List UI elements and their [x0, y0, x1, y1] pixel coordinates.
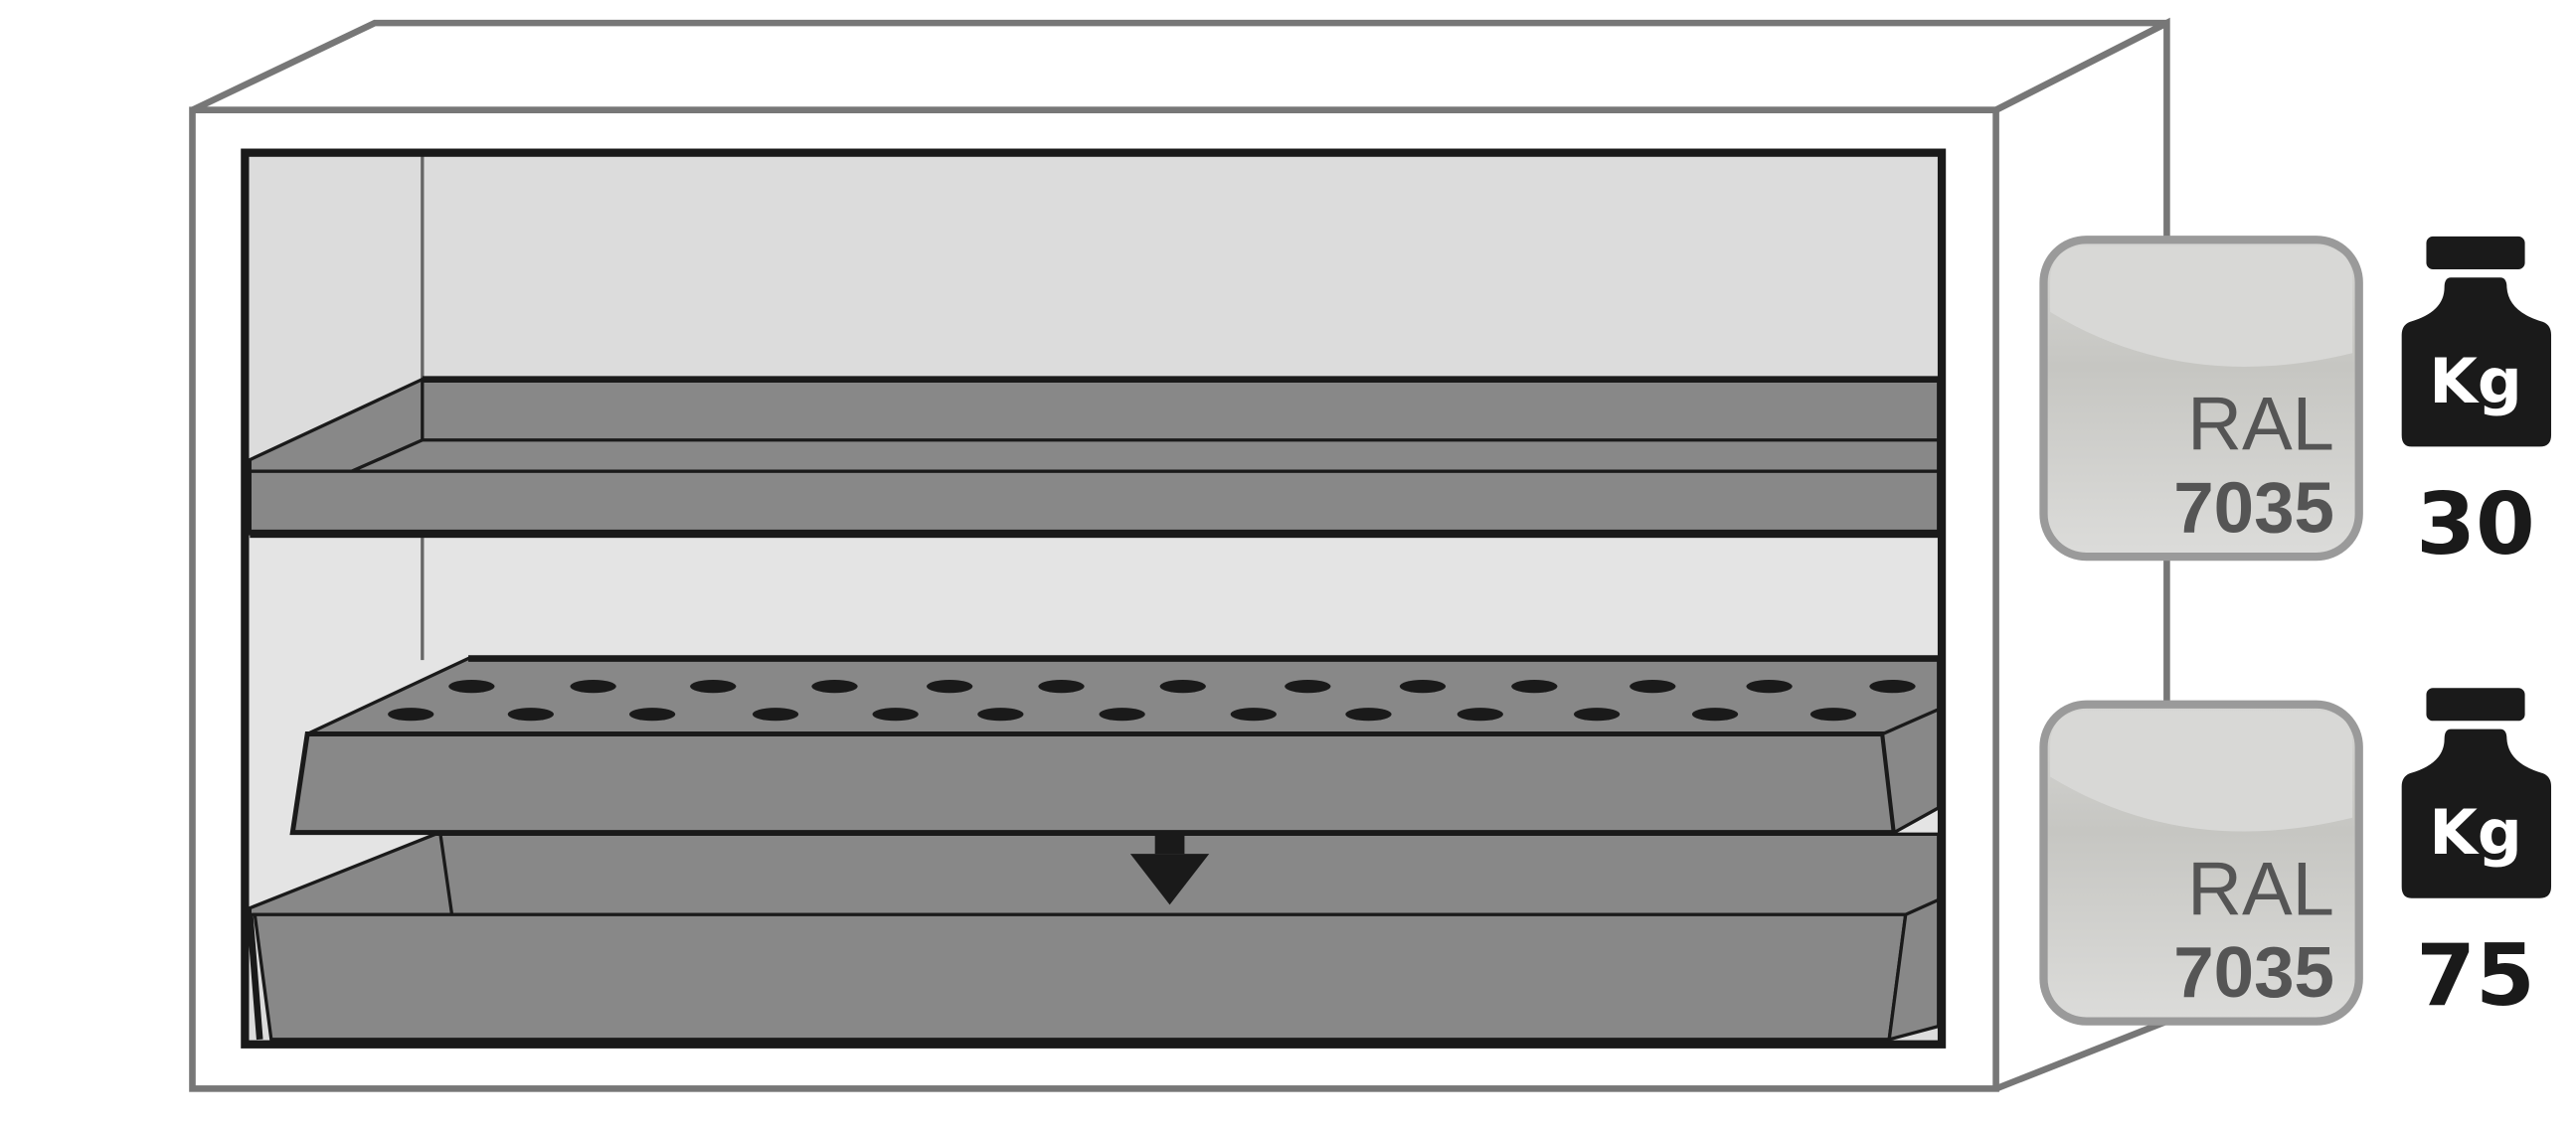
- weight-unit: Kg: [2429, 796, 2522, 869]
- weight-icon-lower: Kg 75: [2401, 688, 2552, 1026]
- perforation-holes: [388, 680, 1916, 722]
- ral-code: 7035: [2173, 932, 2334, 1013]
- inner-frame: [241, 148, 1947, 1049]
- ral-label: RAL: [2187, 383, 2334, 467]
- load-capacity: 30: [2416, 475, 2535, 574]
- ral-label: RAL: [2187, 847, 2334, 931]
- sump-base: [247, 832, 1941, 1043]
- color-badge-upper: RAL 7035: [2039, 236, 2363, 562]
- arrow-down-icon: [1129, 834, 1210, 905]
- perforated-insert: [289, 655, 1941, 836]
- ral-code: 7035: [2173, 467, 2334, 548]
- weight-unit: Kg: [2429, 345, 2522, 417]
- load-capacity: 75: [2416, 926, 2535, 1026]
- weight-icon-upper: Kg 30: [2401, 236, 2552, 574]
- upper-shelf: [248, 376, 1941, 539]
- color-badge-lower: RAL 7035: [2039, 700, 2363, 1026]
